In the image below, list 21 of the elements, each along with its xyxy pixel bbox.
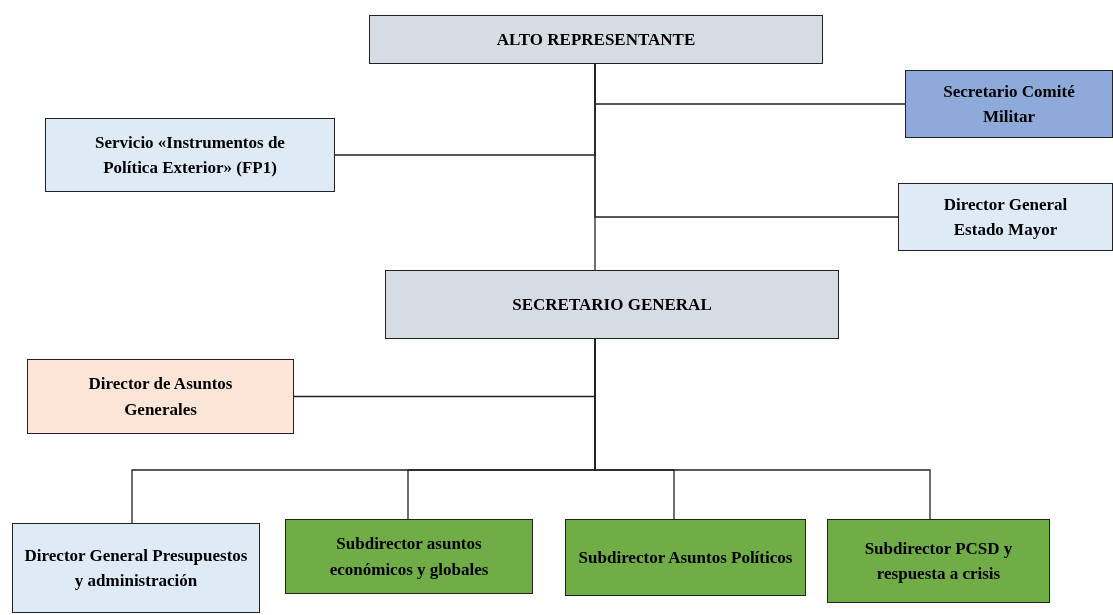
org-box — [898, 183, 1113, 251]
box-label: Director General Presupuestos y administración — [23, 544, 249, 592]
org-box — [565, 519, 806, 596]
box-label: Servicio «Instrumentos de Política Exterior» (FP1) — [94, 131, 286, 179]
box-label: Director General Estado Mayor — [942, 193, 1069, 241]
org-box — [12, 523, 260, 613]
org-box — [905, 70, 1113, 138]
box-label: Subdirector asuntos económicos y globales — [328, 533, 490, 581]
org-box — [285, 519, 533, 594]
org-box — [27, 359, 294, 434]
box-label: Subdirector PCSD y respuesta a crisis — [863, 537, 1014, 585]
box-label: ALTO REPRESENTANTE — [496, 28, 696, 51]
connector-line — [594, 63, 596, 271]
box-label: Secretario Comité Militar — [942, 80, 1076, 128]
box-label: SECRETARIO GENERAL — [512, 293, 712, 316]
org-box — [827, 519, 1050, 603]
box-label: Subdirector Asuntos Políticos — [578, 546, 793, 569]
org-box — [45, 118, 335, 192]
org-box — [369, 15, 823, 64]
org-box — [385, 270, 839, 339]
box-label: Director de Asuntos Generales — [87, 373, 234, 421]
